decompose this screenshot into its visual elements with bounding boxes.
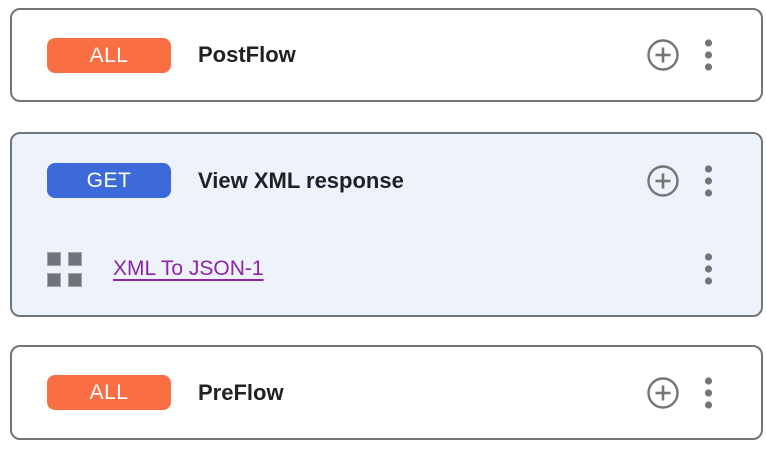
flow-card-preflow: ALL PreFlow: [10, 345, 763, 440]
method-badge: ALL: [47, 375, 171, 410]
policy-actions: [704, 252, 761, 286]
flow-header-row: ALL PostFlow: [12, 10, 761, 100]
method-badge: GET: [47, 163, 171, 198]
flow-menu-button[interactable]: [704, 376, 713, 410]
flow-card-conditional: GET View XML response XML To: [10, 132, 763, 317]
kebab-menu-icon: [704, 39, 713, 71]
kebab-menu-icon: [704, 253, 713, 285]
flow-menu-button[interactable]: [704, 164, 713, 198]
kebab-menu-icon: [704, 164, 713, 197]
policy-row: XML To JSON-1: [12, 250, 761, 288]
kebab-menu-icon: [704, 376, 713, 409]
flow-header-row: GET View XML response: [12, 163, 761, 198]
add-policy-icon: [647, 376, 679, 409]
add-policy-button[interactable]: [646, 164, 680, 198]
flow-actions: [646, 38, 761, 72]
flow-title: PostFlow: [198, 42, 296, 67]
policy-link[interactable]: XML To JSON-1: [113, 257, 264, 280]
flow-card-postflow: ALL PostFlow: [10, 8, 763, 102]
flow-actions: [646, 376, 761, 410]
method-badge: ALL: [47, 37, 171, 73]
flow-title: View XML response: [198, 167, 404, 193]
policy-menu-button[interactable]: [704, 252, 713, 286]
add-policy-button[interactable]: [646, 376, 680, 410]
add-policy-icon: [647, 39, 679, 71]
flow-header-row: ALL PreFlow: [12, 347, 761, 438]
flow-actions: [646, 164, 761, 198]
policy-grid-icon: [47, 251, 82, 287]
flow-title: PreFlow: [198, 379, 284, 405]
flow-menu-button[interactable]: [704, 38, 713, 72]
add-policy-icon: [647, 164, 679, 197]
add-policy-button[interactable]: [646, 38, 680, 72]
